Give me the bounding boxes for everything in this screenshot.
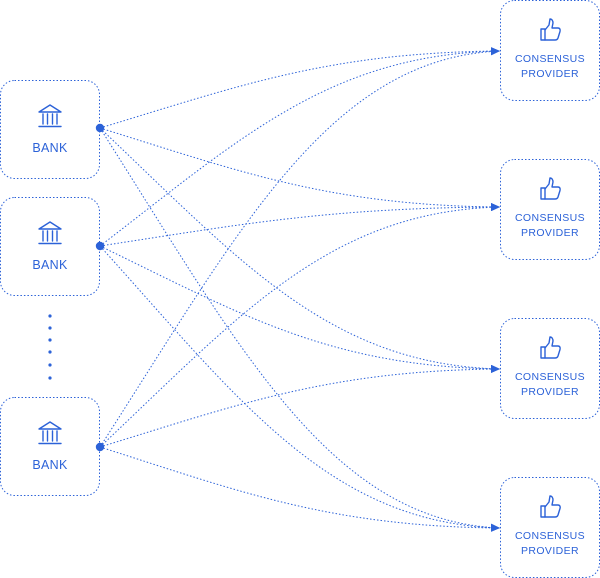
connection-bank-2-provider-3 — [99, 245, 500, 373]
connection-bank-3-provider-1 — [99, 47, 500, 448]
connection-bank-1-provider-1 — [99, 47, 500, 129]
bank-node: BANK — [0, 197, 100, 296]
connection-bank-1-provider-2 — [99, 127, 500, 211]
connection-bank-1-provider-3 — [99, 127, 500, 373]
connection-bank-3-provider-4 — [99, 446, 500, 532]
bank-node: BANK — [0, 397, 100, 496]
consensus-label: CONSENSUS — [515, 212, 585, 224]
bank-port-1 — [95, 123, 105, 133]
bank-label: BANK — [32, 458, 68, 472]
consensus-provider-node: CONSENSUS PROVIDER — [500, 318, 600, 419]
provider-label: PROVIDER — [521, 545, 579, 557]
bank-ports — [95, 123, 105, 452]
connection-bank-2-provider-4 — [99, 245, 500, 532]
bank-icon — [38, 221, 62, 245]
consensus-provider-node: CONSENSUS PROVIDER — [500, 0, 600, 101]
connection-bank-3-provider-2 — [99, 203, 500, 448]
consensus-label: CONSENSUS — [515, 530, 585, 542]
thumbs-up-icon — [540, 18, 561, 41]
bank-port-2 — [95, 241, 105, 251]
bank-icon — [38, 421, 62, 445]
consensus-label: CONSENSUS — [515, 53, 585, 65]
consensus-label: CONSENSUS — [515, 371, 585, 383]
bank-node: BANK — [0, 80, 100, 179]
connection-bank-3-provider-3 — [99, 365, 500, 448]
bank-icon — [38, 104, 62, 128]
consensus-provider-node: CONSENSUS PROVIDER — [500, 159, 600, 260]
provider-label: PROVIDER — [521, 227, 579, 239]
bank-port-3 — [95, 442, 105, 452]
thumbs-up-icon — [540, 495, 561, 518]
thumbs-up-icon — [540, 336, 561, 359]
provider-label: PROVIDER — [521, 68, 579, 80]
provider-label: PROVIDER — [521, 386, 579, 398]
connection-bank-1-provider-4 — [99, 127, 500, 532]
bank-label: BANK — [32, 258, 68, 272]
bank-ellipsis — [48, 314, 52, 380]
connection-bank-2-provider-2 — [99, 203, 500, 247]
consensus-provider-node: CONSENSUS PROVIDER — [500, 477, 600, 578]
thumbs-up-icon — [540, 177, 561, 200]
bank-label: BANK — [32, 141, 68, 155]
connection-bank-2-provider-1 — [99, 47, 500, 247]
connection-lines — [99, 47, 500, 532]
